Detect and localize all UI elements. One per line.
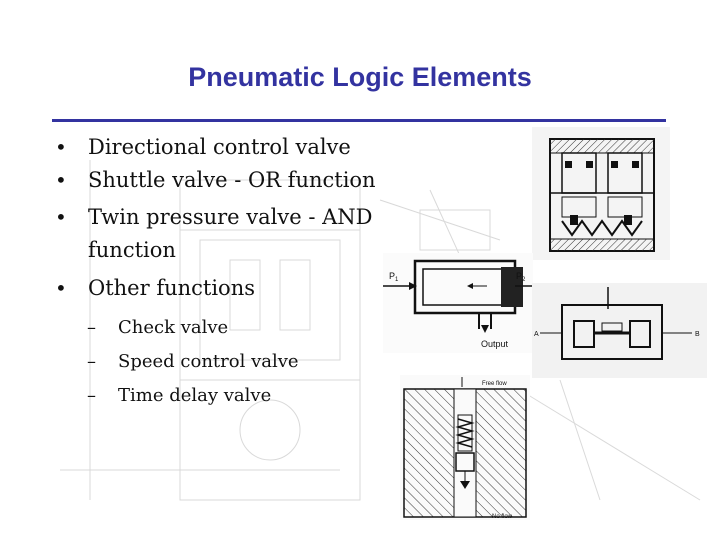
twin-pressure-valve-diagram: A B: [532, 283, 707, 378]
sub-bullet-item: – Speed control valve: [55, 345, 385, 379]
bullet-dot-icon: •: [55, 168, 67, 192]
title-divider: [52, 119, 666, 122]
free-flow-label: Free flow: [482, 381, 507, 387]
bullet-item: • Directional control valve: [55, 130, 385, 164]
sub-bullet-item: – Check valve: [55, 311, 385, 345]
port-a-label: A: [534, 331, 539, 338]
dash-icon: –: [87, 317, 96, 338]
bullet-dot-icon: •: [55, 135, 67, 159]
output-label: Output: [481, 339, 509, 349]
sub-bullet-text: Speed control valve: [118, 351, 299, 372]
port-p2-label: P2: [516, 271, 526, 283]
sub-bullet-item: – Time delay valve: [55, 379, 385, 413]
sub-bullet-text: Check valve: [118, 317, 229, 338]
bullet-list: • Directional control valve • Shuttle valv…: [55, 130, 385, 413]
bullet-text: Other functions: [88, 276, 256, 300]
dash-icon: –: [87, 351, 96, 372]
bullet-item: • Twin pressure valve - AND function: [55, 201, 385, 267]
no-flow-label: No flow: [492, 514, 513, 520]
bullet-dot-icon: •: [55, 276, 67, 300]
bullet-item: • Other functions: [55, 271, 385, 305]
bullet-item: • Shuttle valve - OR function: [55, 164, 385, 197]
slide-title: Pneumatic Logic Elements: [188, 62, 532, 92]
bullet-text: Directional control valve: [88, 135, 351, 159]
bullet-text: Twin pressure valve - AND function: [88, 205, 373, 262]
port-p1-label: P1: [389, 271, 399, 283]
dash-icon: –: [87, 385, 96, 406]
speed-control-valve-diagram: Free flow No flow: [400, 375, 530, 520]
bullet-text: Shuttle valve - OR function: [88, 168, 376, 192]
port-b-label: B: [695, 331, 700, 338]
directional-valve-diagram: [532, 127, 670, 260]
bullet-dot-icon: •: [55, 205, 67, 229]
sub-bullet-list: – Check valve – Speed control valve – Time …: [55, 311, 385, 413]
sub-bullet-text: Time delay valve: [118, 385, 272, 406]
shuttle-valve-diagram: P1 P2 Output: [383, 253, 533, 353]
